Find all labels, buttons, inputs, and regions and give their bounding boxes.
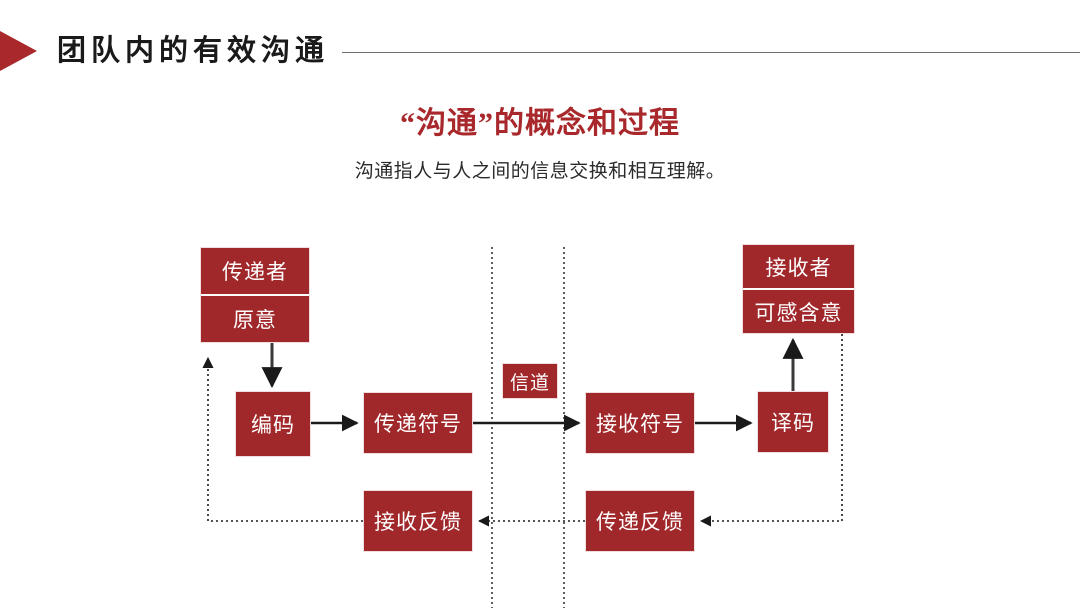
connector-receiver-to-send-feedback bbox=[699, 334, 843, 527]
node-receiver[interactable]: 接收者 可感含意 bbox=[742, 244, 855, 334]
node-receive-feedback[interactable]: 接收反馈 bbox=[363, 490, 473, 552]
section-title: “沟通”的概念和过程 bbox=[400, 107, 680, 140]
node-original-meaning-label: 原意 bbox=[233, 308, 277, 332]
node-channel[interactable]: 信道 bbox=[502, 363, 558, 399]
node-encode[interactable]: 编码 bbox=[235, 391, 311, 457]
page-title: 团队内的有效沟通 bbox=[57, 35, 330, 67]
node-sender[interactable]: 传递者 原意 bbox=[200, 247, 310, 343]
section-subtitle: 沟通指人与人之间的信息交换和相互理解。 bbox=[354, 161, 726, 182]
node-send-signal[interactable]: 传递符号 bbox=[363, 392, 473, 454]
node-sender-label: 传递者 bbox=[201, 248, 309, 296]
connector-recv-feedback-to-sender bbox=[202, 356, 363, 522]
node-send-feedback[interactable]: 传递反馈 bbox=[585, 490, 695, 552]
slide-header: 团队内的有效沟通 bbox=[0, 0, 1080, 90]
node-decode[interactable]: 译码 bbox=[757, 391, 829, 453]
node-receive-signal[interactable]: 接收符号 bbox=[585, 392, 695, 454]
node-receiver-label: 接收者 bbox=[743, 245, 854, 290]
node-perceived-meaning-label: 可感含意 bbox=[754, 300, 843, 325]
header-divider bbox=[342, 52, 1080, 53]
red-triangle-marker-icon bbox=[0, 31, 37, 71]
